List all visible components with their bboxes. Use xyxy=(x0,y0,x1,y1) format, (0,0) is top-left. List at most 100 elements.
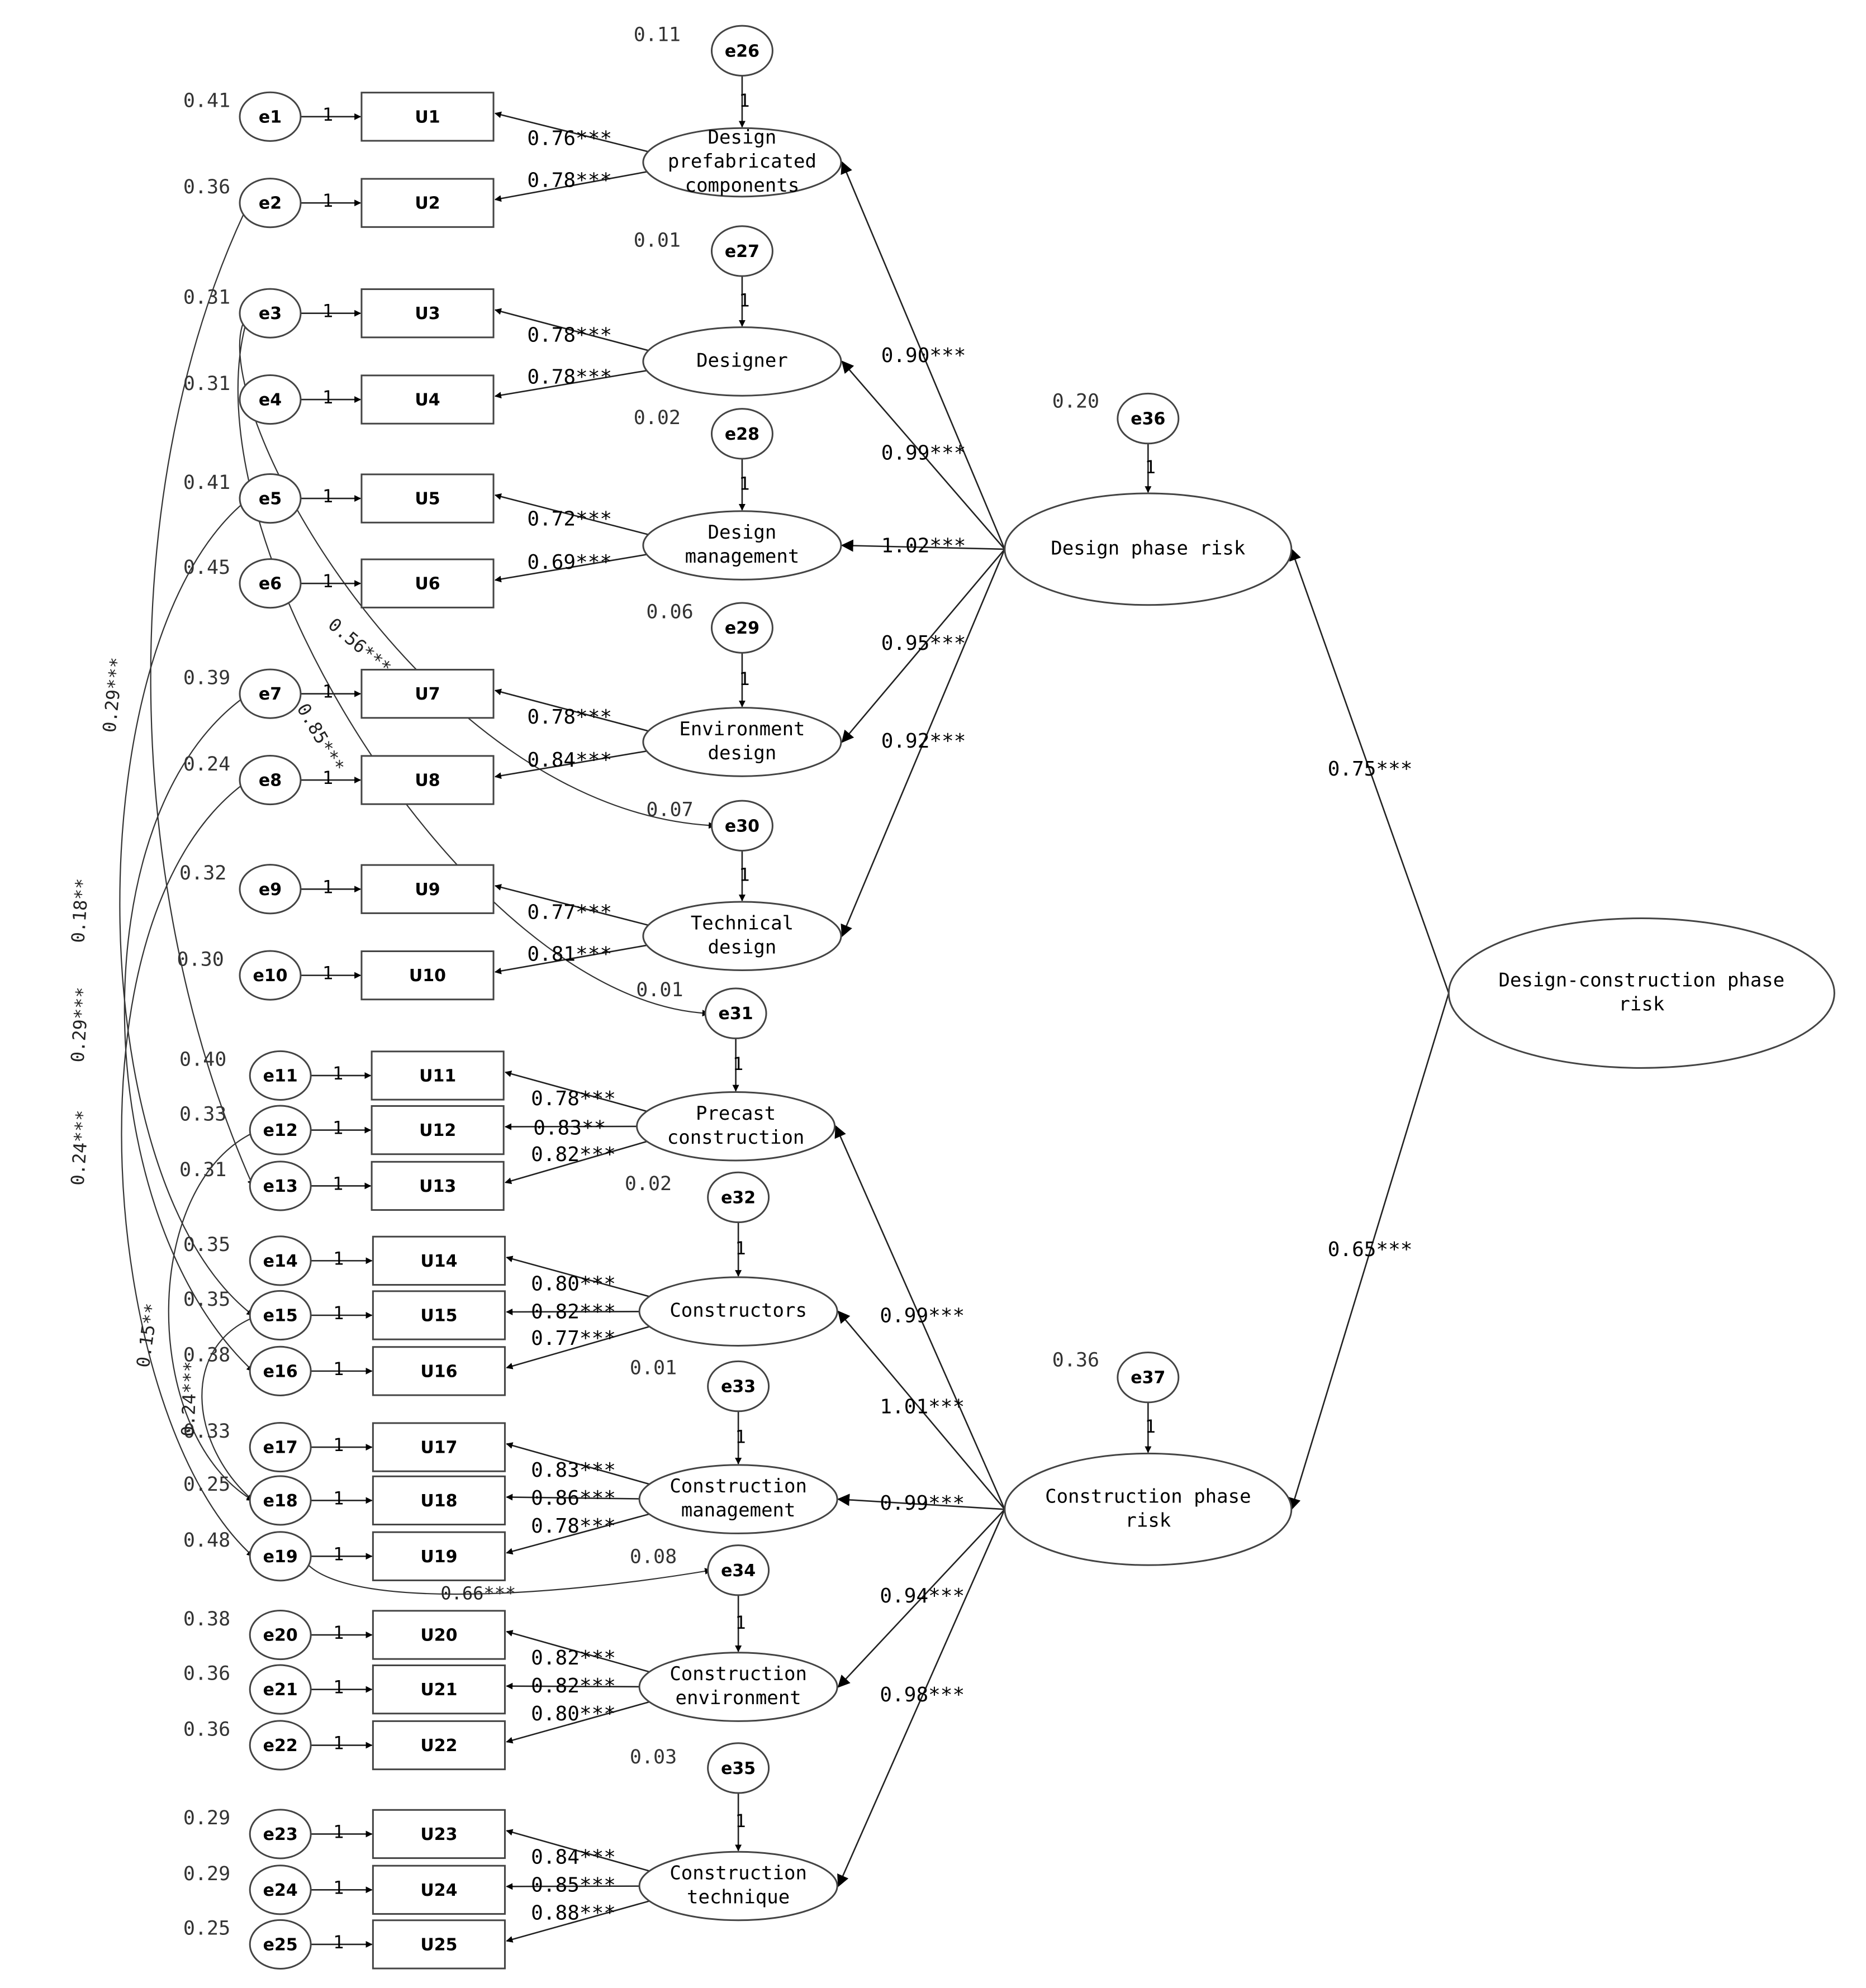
loading-path-U7 xyxy=(494,688,671,738)
error-circle-e25 xyxy=(249,1919,312,1970)
error-label-e24: e24 xyxy=(263,1881,298,1900)
error-label-e23: e23 xyxy=(263,1825,298,1844)
second-order-latent-1 xyxy=(1004,492,1293,606)
observed-box-U7 xyxy=(360,669,495,719)
higher-order-path-label: 0.65*** xyxy=(1328,1238,1413,1261)
observed-box-U25 xyxy=(372,1919,506,1970)
fixed-one-label: 1 xyxy=(739,864,749,886)
error-variance-e22: 0.36 xyxy=(183,1718,230,1740)
observed-label-U18: U18 xyxy=(420,1491,457,1511)
observed-box-U13 xyxy=(371,1161,505,1211)
fixed-one-label: 1 xyxy=(333,1677,344,1698)
fixed-one-label: 1 xyxy=(322,681,333,702)
loading-path-U25 xyxy=(506,1895,668,1943)
fixed-one-label: 1 xyxy=(322,486,333,507)
covariance-curve-e3-e31 xyxy=(237,312,709,1017)
loading-path-U1 xyxy=(494,111,671,158)
observed-box-U8 xyxy=(360,755,495,805)
loading-label-U2: 0.78*** xyxy=(527,169,612,192)
observed-box-U12 xyxy=(371,1105,505,1155)
loading-path-U2 xyxy=(494,167,671,202)
loading-label-U20: 0.82*** xyxy=(531,1647,616,1670)
fixed-one-label: 1 xyxy=(739,668,749,689)
error-circle-e14 xyxy=(249,1235,312,1286)
loading-label-U19: 0.78*** xyxy=(531,1515,616,1538)
third-order-latent xyxy=(1447,917,1835,1069)
structural-path-label: 0.98*** xyxy=(880,1683,965,1706)
error-label-e21: e21 xyxy=(263,1680,298,1700)
loading-label-U24: 0.85*** xyxy=(531,1873,616,1896)
error-circle-e21 xyxy=(249,1664,312,1715)
observed-label-U15: U15 xyxy=(420,1306,457,1325)
loading-label-U9: 0.77*** xyxy=(527,901,612,924)
error-circle-e3 xyxy=(239,288,302,339)
loading-label-U1: 0.76*** xyxy=(527,127,612,150)
observed-label-U1: U1 xyxy=(415,107,440,127)
error-label-e32: e32 xyxy=(721,1188,756,1207)
error-circle-e37 xyxy=(1117,1352,1180,1404)
latent-1 xyxy=(642,127,842,198)
error-circle-e17 xyxy=(249,1421,312,1473)
observed-label-U9: U9 xyxy=(415,880,440,900)
loading-path-U6 xyxy=(494,549,671,583)
error-label-e5: e5 xyxy=(259,489,282,509)
structural-path-label: 0.99*** xyxy=(880,1492,965,1515)
error-circle-e28 xyxy=(710,408,773,460)
loading-path-U11 xyxy=(505,1071,665,1117)
structural-path-label: 0.92*** xyxy=(881,730,966,753)
observed-label-U8: U8 xyxy=(415,771,440,791)
structural-path xyxy=(834,1125,1006,1510)
fixed-one-label: 1 xyxy=(322,190,333,211)
observed-label-U19: U19 xyxy=(420,1547,457,1567)
fixed-one-label: 1 xyxy=(322,104,333,125)
error-label-e16: e16 xyxy=(263,1362,298,1381)
observed-box-U24 xyxy=(372,1865,506,1915)
error-label-e6: e6 xyxy=(259,574,282,594)
error-variance-e4: 0.31 xyxy=(183,373,230,395)
fixed-one-label: 1 xyxy=(322,570,333,592)
observed-label-U14: U14 xyxy=(420,1252,457,1271)
latent-label-line: prefabricated xyxy=(668,150,816,173)
structural-path-label: 1.02*** xyxy=(881,534,966,557)
observed-label-U23: U23 xyxy=(420,1825,457,1844)
fixed-one-label: 1 xyxy=(322,387,333,408)
error-circle-e11 xyxy=(249,1050,312,1101)
latent-7 xyxy=(638,1276,838,1347)
fixed-one-label: 1 xyxy=(333,1248,344,1269)
disturbance-variance-e26: 0.11 xyxy=(634,24,681,46)
latent-label-line: Construction xyxy=(670,1663,807,1685)
observed-label-U21: U21 xyxy=(420,1680,457,1700)
covariance-curve-e7-e16 xyxy=(124,693,254,1372)
error-circle-e7 xyxy=(239,668,302,719)
error-circle-e31 xyxy=(704,987,767,1039)
fixed-one-label: 1 xyxy=(735,1426,746,1447)
latent-3 xyxy=(642,510,842,581)
observed-label-U7: U7 xyxy=(415,684,440,704)
latent-label-line: Precast xyxy=(696,1102,776,1125)
fixed-one-label: 1 xyxy=(333,1063,343,1084)
fixed-one-label: 1 xyxy=(333,1622,344,1643)
observed-label-U22: U22 xyxy=(420,1736,457,1756)
loading-path-U14 xyxy=(506,1255,668,1302)
error-variance-e16: 0.38 xyxy=(183,1344,230,1367)
error-circle-e26 xyxy=(710,25,773,77)
error-label-e18: e18 xyxy=(263,1491,298,1511)
disturbance-variance-e27: 0.01 xyxy=(634,229,681,251)
latent-2 xyxy=(642,326,842,397)
disturbance-variance-e28: 0.02 xyxy=(634,407,681,429)
loading-label-U10: 0.81*** xyxy=(527,943,612,966)
error-label-e33: e33 xyxy=(721,1377,756,1397)
fixed-one-label: 1 xyxy=(735,1238,746,1259)
covariance-label-e8-e19: 0.24*** xyxy=(67,1110,93,1186)
latent-label-line: design xyxy=(708,742,777,764)
latent-label-line: environment xyxy=(676,1687,801,1709)
covariance-label-e7-e16: 0.29*** xyxy=(67,986,93,1063)
error-label-e3: e3 xyxy=(259,304,282,324)
fixed-one-label: 1 xyxy=(333,1302,344,1324)
disturbance-variance-e36: 0.20 xyxy=(1052,391,1099,413)
loading-path-U13 xyxy=(505,1135,665,1185)
latent-label-line: technique xyxy=(687,1886,790,1908)
error-label-e29: e29 xyxy=(725,619,759,638)
higher-order-path xyxy=(1289,548,1450,993)
loading-label-U7: 0.78*** xyxy=(527,706,612,729)
